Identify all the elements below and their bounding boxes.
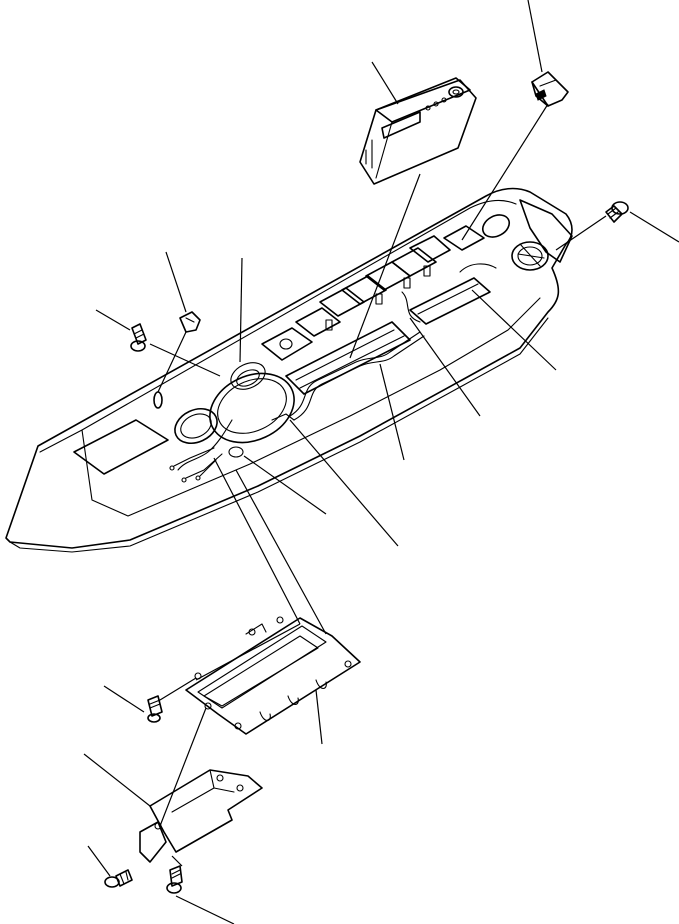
leader-lines (83, 0, 679, 924)
leader-bracket-to-bolt (171, 855, 183, 867)
left-panel-opening (73, 419, 169, 475)
leader-plate-bottom (315, 689, 323, 745)
leader-clip-to-panel (461, 103, 549, 241)
leader-small-hole (243, 455, 327, 515)
leader-plate-to-bracket (159, 707, 207, 827)
leader-clip-top (527, 0, 543, 73)
leader-plate-3 (195, 623, 301, 681)
mounting-bracket (139, 769, 263, 863)
leader-plate-1 (213, 457, 301, 625)
speaker-ring (209, 362, 295, 444)
bolt-upper-left (147, 695, 163, 723)
leader-right-tray (471, 289, 557, 371)
leader-grommet-to-hole (157, 331, 187, 393)
front-console-panel (5, 187, 573, 553)
radio-unit (359, 77, 477, 185)
bolt-lower (166, 865, 183, 894)
leader-screw-left (95, 309, 131, 331)
leader-harness (289, 419, 399, 547)
leader-screw-left-to-panel (149, 343, 221, 377)
right-panel-opening (443, 225, 485, 251)
leader-screw-to-bezel (555, 215, 607, 251)
leader-radio-top (371, 61, 399, 105)
leader-bolt-upper (103, 685, 145, 713)
leader-tray-mid (409, 317, 481, 417)
leader-bolt-lower-left (87, 845, 111, 877)
clip-cover (531, 71, 569, 107)
leader-radio-to-slot (349, 173, 421, 359)
leader-speaker (239, 257, 243, 363)
wire-harness (169, 263, 497, 483)
leader-bracket (83, 753, 151, 807)
bolt-lower-left (104, 869, 133, 888)
leader-plate-2 (235, 469, 327, 635)
cap-screw-left (130, 323, 147, 352)
cover-plate (185, 616, 361, 735)
leader-slot (379, 363, 405, 461)
leader-grommet (165, 251, 187, 313)
leader-bolt-to-plate (159, 677, 197, 701)
cap-screw-right (605, 201, 629, 223)
leader-bolt-lower (175, 895, 235, 924)
leader-screw-right (629, 211, 679, 243)
